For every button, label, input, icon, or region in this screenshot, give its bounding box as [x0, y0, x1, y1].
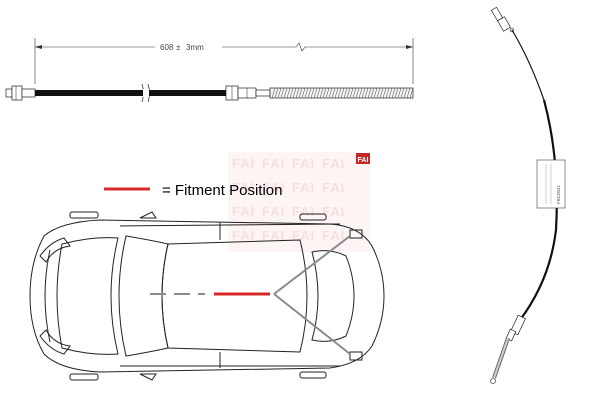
watermark-text: FAI [262, 180, 285, 195]
cable-end-fitting-left [5, 85, 36, 101]
watermark-text: FAI [262, 204, 285, 219]
watermark-text: FAI [232, 156, 255, 171]
dimension-value: 608 [160, 43, 174, 52]
legend: = Fitment Position [104, 182, 282, 199]
watermark-text: FAI [292, 204, 315, 219]
cable-sheath [35, 90, 230, 96]
car-hood-line [56, 237, 119, 355]
watermark-text: FAI [292, 156, 315, 171]
dimension-arrow-left [35, 45, 42, 49]
legend-label: = Fitment Position [162, 182, 282, 199]
watermark-text: FAI [232, 180, 255, 195]
car-mirror [139, 211, 157, 219]
car-headlight [39, 329, 71, 355]
cable-curved-drawing: FBC0041 [490, 6, 566, 384]
car-roof [161, 239, 308, 353]
car-body [29, 219, 385, 373]
car-outline [29, 211, 385, 381]
watermark-text: FAI [292, 228, 315, 243]
car-wheel [299, 213, 327, 221]
watermark-text: FAI [322, 204, 345, 219]
car-rear-light [349, 351, 363, 361]
cable-end-fitting-top [490, 6, 515, 33]
cable-tag-code: FBC0041 [556, 184, 561, 204]
watermark-text: FAI [262, 228, 285, 243]
watermark-text: FAI [262, 156, 285, 171]
dimension-arrow-right [406, 45, 413, 49]
watermark-text: FAI [322, 156, 345, 171]
cable-straight-drawing: 608 ± 3mm [5, 38, 414, 103]
non-fitment-cable [273, 293, 351, 355]
fai-logo-text: FAI [358, 157, 369, 164]
watermark-text: FAI [232, 228, 255, 243]
car-headlight [39, 237, 71, 263]
car-rear-window [311, 250, 355, 342]
cable-ferrule-curved [505, 314, 526, 342]
dimension-break [295, 42, 413, 52]
watermark: FAI FAI FAI FAI FAI FAI FAI FAI FAI FAI … [228, 152, 370, 252]
cable-label-tag: FBC0041 [536, 159, 566, 209]
cable-threaded-end [269, 87, 414, 99]
car-windshield [118, 235, 169, 357]
dimension-tolerance: 3mm [186, 43, 204, 52]
non-fitment-cable [273, 235, 351, 295]
fai-logo: FAI [356, 153, 370, 164]
cable-end-nut [490, 378, 496, 384]
car-hood-line [44, 249, 51, 343]
car-wheel [299, 371, 327, 379]
car-mirror [139, 373, 157, 381]
dimension-tolerance-symbol: ± [176, 43, 181, 52]
cable-ferrule [225, 85, 271, 101]
car-wheel [69, 211, 99, 219]
cable-inner-wire [511, 29, 545, 101]
watermark-text: FAI [232, 204, 255, 219]
car-door-line [119, 223, 341, 227]
watermark-text: FAI [322, 228, 345, 243]
cable-routing [150, 235, 351, 355]
sheath-break-mark [147, 83, 150, 103]
cable-sheath-curved [519, 99, 558, 321]
car-wheel [69, 373, 99, 381]
cable-threaded-rod-core [493, 337, 509, 379]
watermark-text: FAI [322, 180, 345, 195]
watermark-text: FAI [292, 180, 315, 195]
car-rear-light [349, 229, 363, 239]
